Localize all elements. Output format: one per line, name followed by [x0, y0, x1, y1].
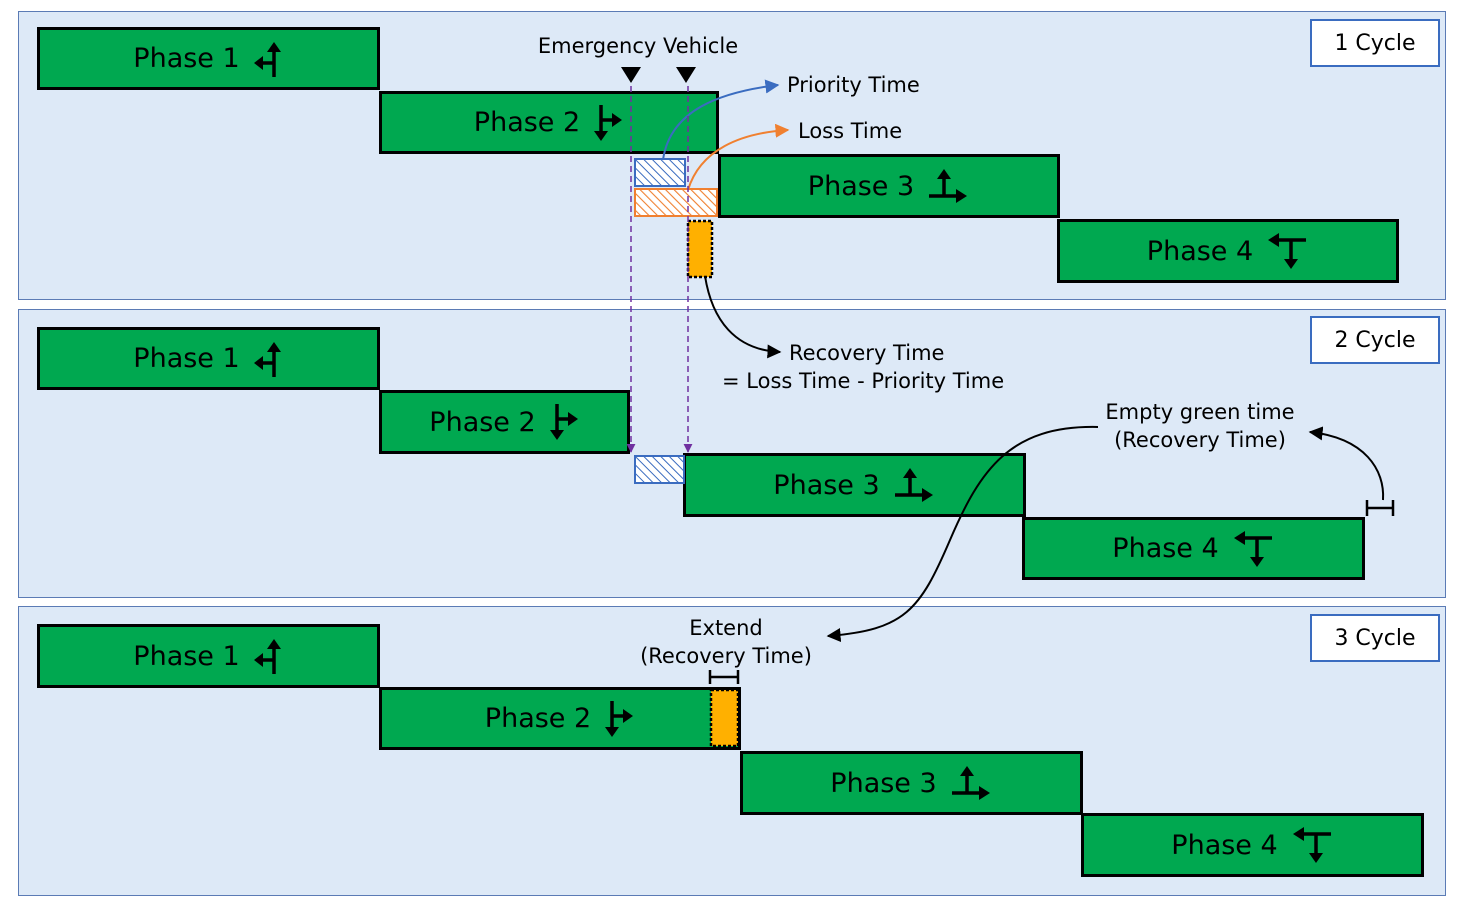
- cycle-3-phase-4: Phase 4: [1081, 813, 1424, 877]
- cycle-1-phase-2: Phase 2: [379, 91, 719, 154]
- priority-time-label: Priority Time: [787, 73, 920, 97]
- phase-label: Phase 1: [133, 640, 240, 672]
- phase-label: Phase 2: [484, 703, 592, 734]
- cycle-2-phase-1: Phase 1: [37, 327, 380, 390]
- recovery-formula-label: = Loss Time - Priority Time: [722, 369, 1004, 393]
- emergency-vehicle-label: Emergency Vehicle: [538, 34, 738, 58]
- phase-label: Phase 2: [429, 406, 536, 438]
- empty-green-arrow: [1308, 426, 1385, 501]
- cycle-2-label: 2 Cycle: [1310, 316, 1440, 364]
- priority-time-arrow: [662, 79, 780, 161]
- cycle-2-priority-box: [634, 455, 685, 484]
- recovery-time-box: [686, 219, 714, 279]
- loss-time-arrow: [687, 123, 790, 191]
- cycle-2-phase-2: Phase 2: [379, 390, 630, 454]
- loss-time-box: [634, 188, 718, 217]
- transfer-arrow: [826, 425, 1099, 642]
- phase-label: Phase 4: [1171, 829, 1278, 861]
- phase-label: Phase 4: [1146, 235, 1254, 267]
- phase-label: Phase 2: [473, 107, 581, 138]
- emergency-marker-2-icon: [676, 67, 696, 83]
- phase-label: Phase 4: [1112, 533, 1219, 564]
- phase-label: Phase 1: [133, 343, 240, 374]
- cycle-2-phase-3: Phase 3: [683, 453, 1026, 517]
- cycle-1-label: 1 Cycle: [1310, 19, 1440, 67]
- cycle-2-phase-4: Phase 4: [1022, 517, 1365, 580]
- cycle-3-phase-1: Phase 1: [37, 624, 380, 688]
- cycle-1-phase-1: Phase 1: [37, 27, 380, 90]
- empty-green-time-label: Empty green time: [1105, 400, 1294, 424]
- phase-label: Phase 1: [133, 43, 240, 74]
- priority-time-box: [634, 158, 686, 187]
- phase-label: Phase 3: [830, 767, 937, 799]
- phase-label: Phase 3: [807, 170, 915, 202]
- empty-green-time-sublabel: (Recovery Time): [1114, 428, 1286, 452]
- loss-time-label: Loss Time: [798, 119, 902, 143]
- recovery-time-arrow: [704, 275, 782, 359]
- cycle-3-phase-2: Phase 2: [379, 687, 741, 750]
- phase-label: Phase 3: [773, 469, 880, 501]
- cycle-1-phase-4: Phase 4: [1057, 219, 1399, 283]
- cycle-1-phase-3: Phase 3: [718, 154, 1060, 218]
- recovery-time-label: Recovery Time: [789, 341, 944, 365]
- extend-label: Extend: [689, 616, 763, 640]
- cycle-3-label: 3 Cycle: [1310, 614, 1440, 662]
- extend-bracket-icon: [708, 670, 740, 684]
- cycle-3-phase-3: Phase 3: [740, 751, 1083, 815]
- emergency-marker-1-icon: [621, 67, 641, 83]
- extend-recovery-box: [709, 688, 740, 748]
- empty-green-bracket-icon: [1365, 500, 1395, 516]
- extend-sublabel: (Recovery Time): [640, 644, 812, 668]
